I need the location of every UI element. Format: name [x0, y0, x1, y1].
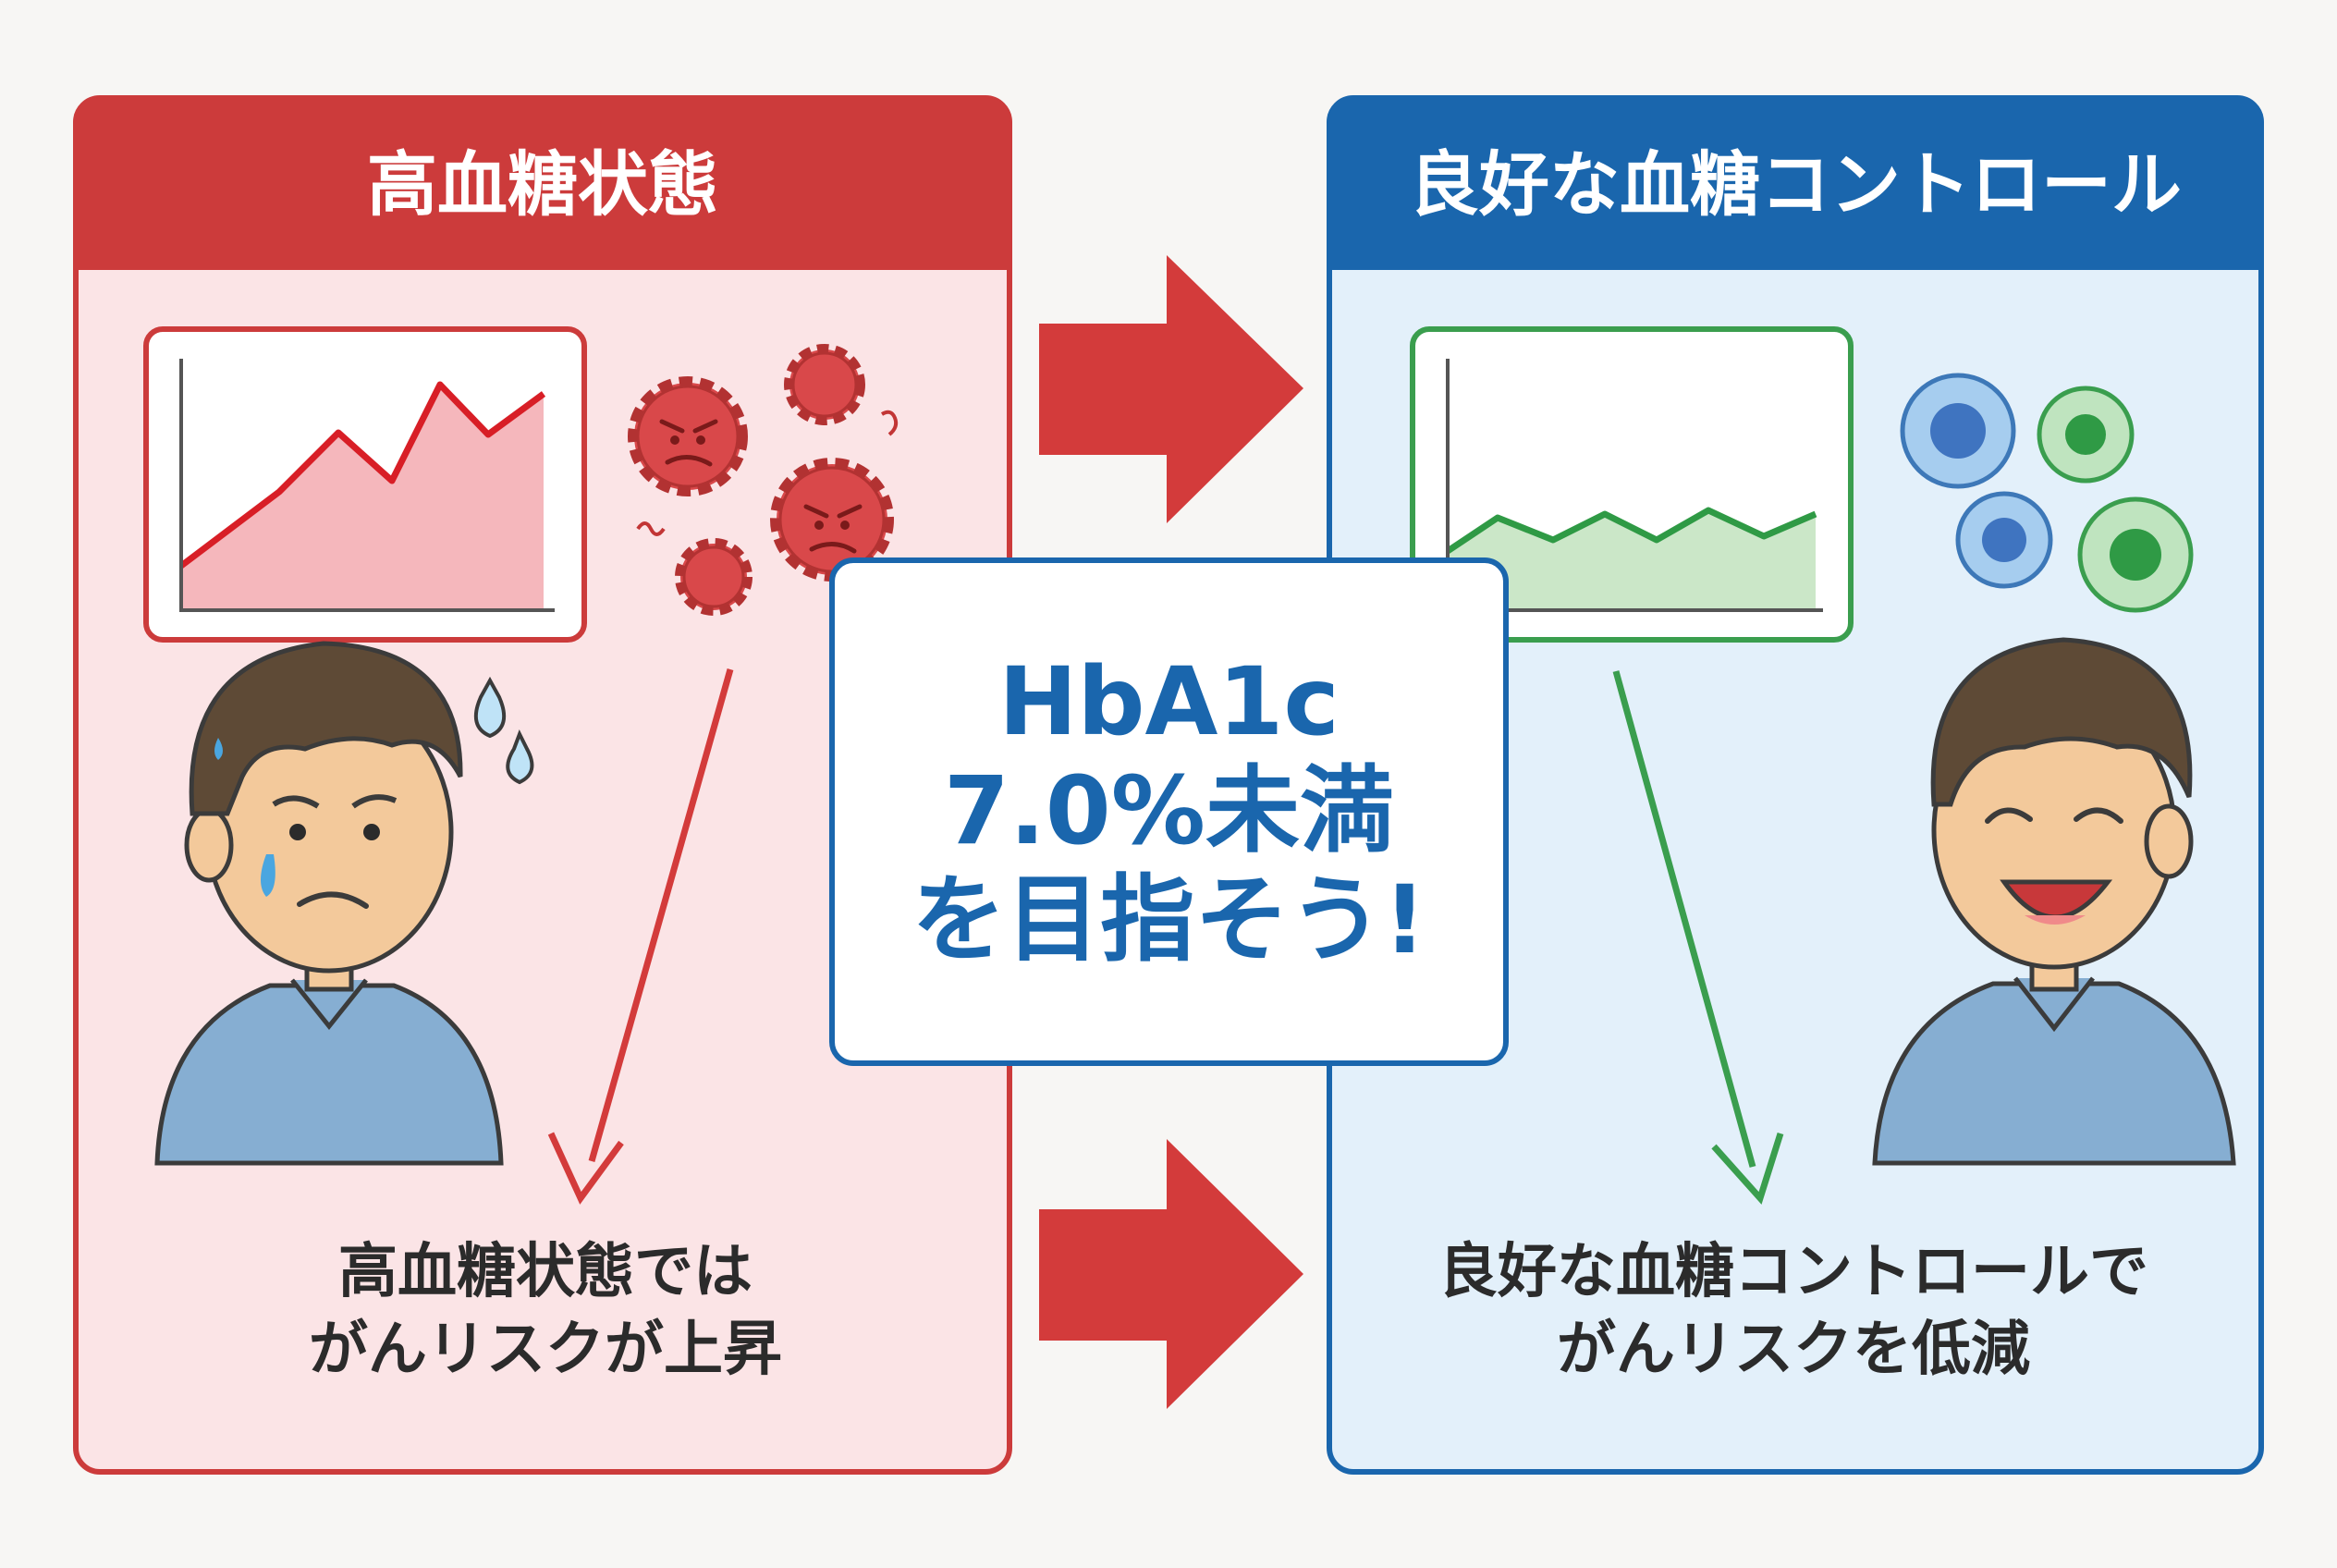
transition-arrow-top [1039, 255, 1303, 523]
angry-cancer-cells-icon [628, 344, 899, 616]
callout-line3: を目指そう! [912, 865, 1426, 976]
left-panel-caption: 高血糖状態では がんリスクが上昇 [148, 1233, 943, 1390]
left-risk-arrow [547, 668, 734, 1205]
right-caption-line1: 良好な血糖コントロールで [1438, 1238, 2148, 1306]
right-panel-header [1329, 98, 2261, 270]
left-panel-header [76, 98, 1009, 270]
callout-line1: HbA1c [998, 646, 1340, 757]
sweat-drops-icon [473, 676, 534, 785]
hba1c-goal-callout: HbA1c 7.0%未満 を目指そう! [829, 557, 1509, 1066]
healthy-cells-icon [1900, 373, 2194, 613]
stable-glucose-chart-icon [1410, 326, 1854, 643]
callout-line2: 7.0%未満 [944, 755, 1394, 866]
right-panel-title: 良好な血糖コントロール [1409, 143, 2182, 226]
left-caption-line1: 高血糖状態では [338, 1238, 752, 1306]
left-caption-line2: がんリスクが上昇 [309, 1316, 782, 1385]
rising-glucose-chart-icon [143, 326, 587, 643]
left-panel-title: 高血糖状態 [367, 143, 718, 226]
transition-arrow-bottom [1039, 1139, 1303, 1409]
smiling-man-icon [1872, 637, 2236, 1166]
worried-man-icon [154, 641, 504, 1166]
right-panel-caption: 良好な血糖コントロールで がんリスクを低減 [1350, 1233, 2237, 1390]
right-risk-arrow [1612, 670, 1784, 1205]
right-caption-line2: がんリスクを低減 [1557, 1316, 2030, 1385]
